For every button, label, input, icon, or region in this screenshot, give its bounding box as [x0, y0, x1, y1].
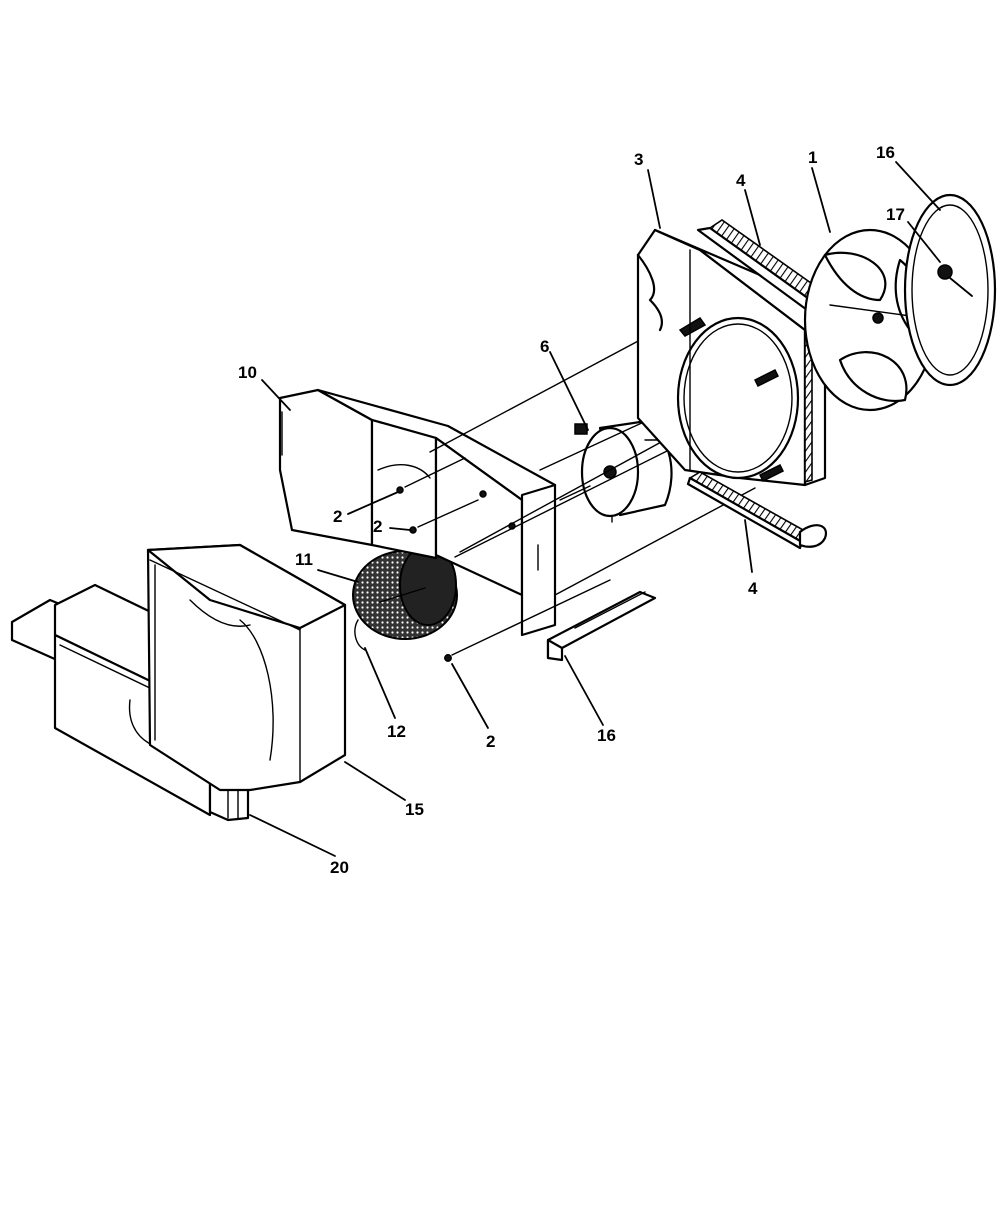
blower-housing-part	[278, 388, 557, 637]
blower-wheel-part	[352, 544, 458, 640]
label-part-4b: 4	[748, 579, 758, 598]
label-part-3: 3	[634, 150, 643, 169]
label-part-2c: 2	[486, 732, 495, 751]
base-rail-part	[546, 590, 657, 662]
callout-leaders	[249, 161, 941, 857]
label-part-1: 1	[808, 148, 817, 167]
screw-fasteners	[396, 457, 611, 662]
fan-nut-part	[937, 264, 973, 297]
front-shroud-part	[146, 543, 347, 792]
label-part-12: 12	[387, 722, 406, 741]
condenser-shroud-part	[636, 228, 842, 487]
label-part-20: 20	[330, 858, 349, 877]
label-part-17: 17	[886, 205, 905, 224]
label-part-11: 11	[295, 550, 313, 569]
label-part-16-top: 16	[876, 143, 895, 162]
label-part-6: 6	[540, 337, 549, 356]
side-bracket-bottom-part	[686, 471, 828, 550]
retaining-ring-part	[354, 619, 366, 651]
label-part-4a: 4	[736, 171, 746, 190]
label-part-15: 15	[405, 800, 424, 819]
label-part-2a: 2	[333, 507, 342, 526]
part-labels: 1 2 2 2 3 4 4 6 10 11 12 15 16 16 17 20	[238, 143, 905, 877]
condenser-fan-blade-part	[803, 228, 937, 412]
slinger-ring-part	[903, 193, 997, 387]
label-part-2b: 2	[373, 517, 382, 536]
label-part-16-bottom: 16	[597, 726, 616, 745]
label-part-10: 10	[238, 363, 257, 382]
